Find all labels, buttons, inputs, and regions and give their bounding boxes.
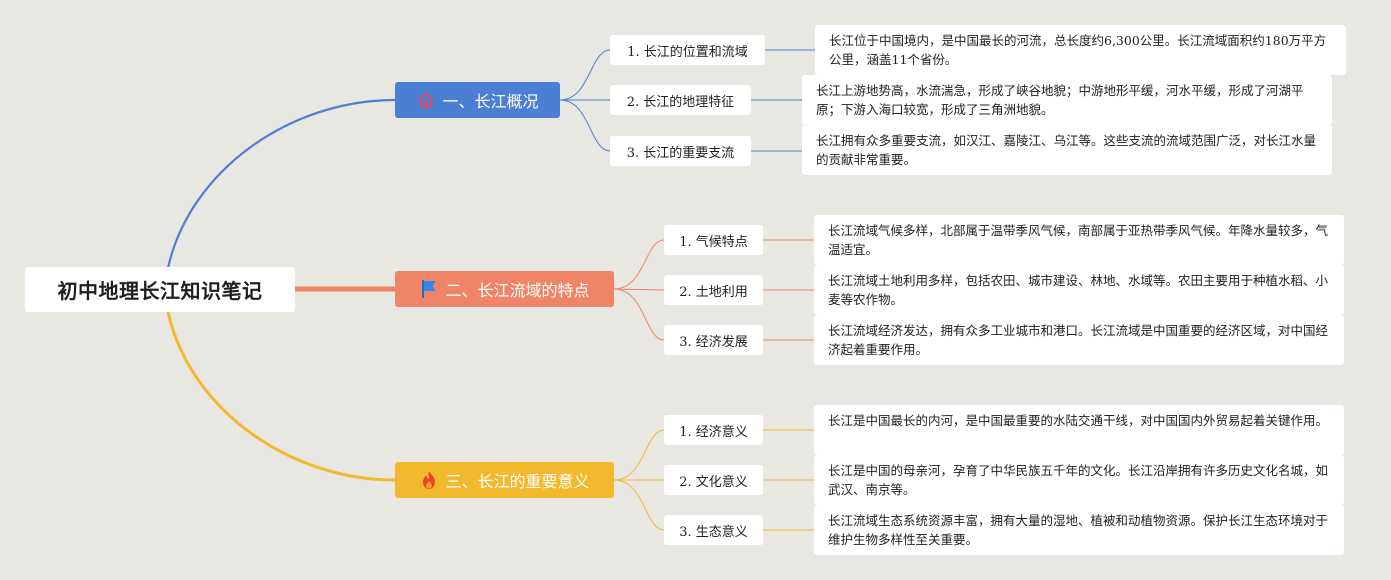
- root-topic[interactable]: 初中地理长江知识笔记: [25, 267, 295, 312]
- note-land-use: 长江流域土地利用多样，包括农田、城市建设、林地、水域等。农田主要用于种植水稻、小…: [814, 265, 1344, 315]
- branch-basin-features[interactable]: 二、长江流域的特点: [395, 271, 614, 307]
- branch-overview[interactable]: 一、长江概况: [395, 82, 560, 118]
- subtopic-land-use[interactable]: 2. 土地利用: [664, 275, 763, 305]
- note-economy: 长江流域经济发达，拥有众多工业城市和港口。长江流域是中国重要的经济区域，对中国经…: [814, 315, 1344, 365]
- subtopic-tributaries[interactable]: 3. 长江的重要支流: [610, 136, 751, 166]
- flag-icon: [419, 279, 439, 299]
- home-icon: [416, 90, 436, 110]
- note-geography: 长江上游地势高，水流湍急，形成了峡谷地貌；中游地形平缓，河水平缓，形成了河湖平原…: [802, 75, 1332, 125]
- branch-label: 三、长江的重要意义: [445, 472, 590, 491]
- note-cultural-significance: 长江是中国的母亲河，孕育了中华民族五千年的文化。长江沿岸拥有许多历史文化名城，如…: [814, 455, 1344, 505]
- branch-significance[interactable]: 三、长江的重要意义: [395, 462, 614, 498]
- subtopic-economy[interactable]: 3. 经济发展: [664, 325, 763, 355]
- subtopic-economic-significance[interactable]: 1. 经济意义: [664, 415, 763, 445]
- subtopic-ecological-significance[interactable]: 3. 生态意义: [664, 515, 763, 545]
- subtopic-cultural-significance[interactable]: 2. 文化意义: [664, 465, 763, 495]
- fire-icon: [419, 470, 439, 490]
- note-tributaries: 长江拥有众多重要支流，如汉江、嘉陵江、乌江等。这些支流的流域范围广泛，对长江水量…: [802, 125, 1332, 175]
- subtopic-location[interactable]: 1. 长江的位置和流域: [610, 35, 765, 65]
- note-economic-significance: 长江是中国最长的内河，是中国最重要的水陆交通干线，对中国国内外贸易起着关键作用。: [814, 405, 1344, 455]
- note-ecological-significance: 长江流域生态系统资源丰富，拥有大量的湿地、植被和动植物资源。保护长江生态环境对于…: [814, 505, 1344, 555]
- subtopic-geography[interactable]: 2. 长江的地理特征: [610, 85, 751, 115]
- note-location: 长江位于中国境内，是中国最长的河流，总长度约6,300公里。长江流域面积约180…: [815, 25, 1346, 75]
- branch-label: 二、长江流域的特点: [445, 281, 590, 300]
- subtopic-climate[interactable]: 1. 气候特点: [664, 225, 763, 255]
- note-climate: 长江流域气候多样，北部属于温带季风气候，南部属于亚热带季风气候。年降水量较多，气…: [814, 215, 1344, 265]
- branch-label: 一、长江概况: [442, 92, 539, 111]
